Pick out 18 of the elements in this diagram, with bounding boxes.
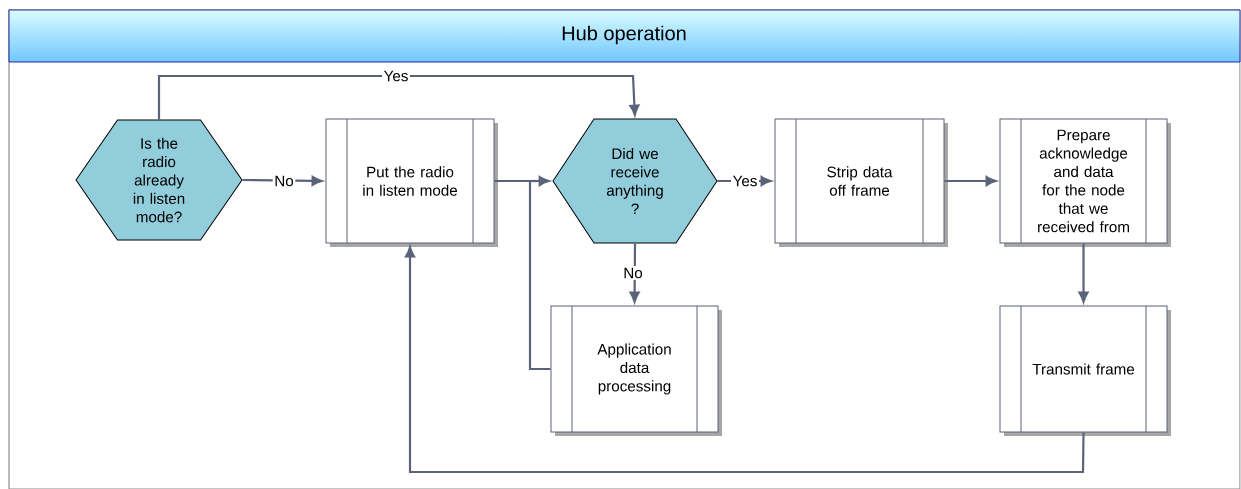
- decision-hexagon: Is the radio already in listen mode?: [75, 119, 243, 241]
- process-box: Application data processing: [550, 305, 722, 436]
- edge-label: Yes: [731, 174, 759, 188]
- arrow: [944, 175, 997, 187]
- edge-label: Yes: [382, 69, 410, 83]
- edge-label: No: [272, 174, 296, 188]
- decision-hexagon: Did we receive anything ?: [552, 118, 718, 244]
- process-box: Strip data off frame: [774, 118, 948, 247]
- arrow: [242, 175, 323, 186]
- line: [494, 179, 530, 183]
- process-box: Put the radio in listen mode: [325, 118, 498, 247]
- process-box: Prepare acknowledge and data for the node that we received from: [999, 118, 1171, 247]
- line: [528, 181, 551, 371]
- title-bar: Hub operation: [8, 9, 1241, 63]
- arrow: [157, 74, 640, 120]
- arrow: [530, 175, 550, 187]
- arrow: [404, 246, 1085, 474]
- process-box: Transmit frame: [999, 305, 1171, 436]
